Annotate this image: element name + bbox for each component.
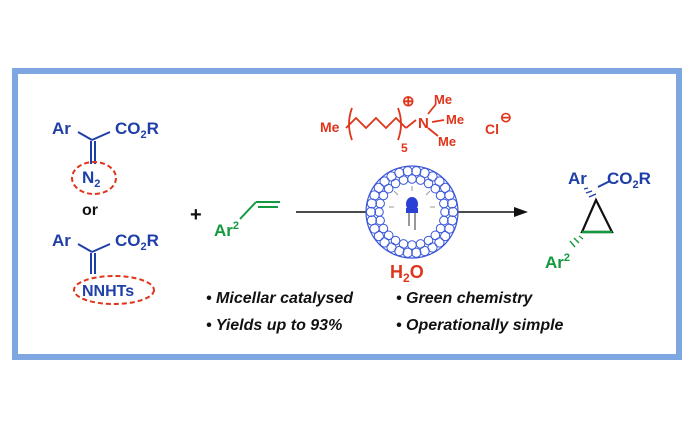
solvent-label: H2O [390, 262, 424, 285]
micelle [365, 165, 459, 259]
bond [239, 201, 257, 220]
product-ar: Ar [568, 169, 587, 188]
repeat-count: 5 [401, 141, 408, 155]
bond [91, 243, 111, 253]
surfactant-head [430, 183, 441, 194]
product-ar2: Ar2 [545, 252, 570, 272]
surfactant-head [434, 176, 445, 187]
counterion: Cl [485, 121, 499, 137]
surfactant-head [373, 230, 384, 242]
feature-list: • Micellar catalysed • Green chemistry •… [206, 290, 564, 334]
micelle-surfactant-heads [365, 166, 459, 258]
surfactant-head [378, 223, 389, 234]
surfactant-head [394, 167, 405, 179]
alkyl-chain [345, 116, 407, 130]
surfactant-head [365, 206, 377, 218]
surfactant-head [402, 247, 413, 258]
surfactant-head [378, 190, 389, 201]
surfactant-head [379, 237, 390, 248]
surfactant-head [439, 198, 449, 209]
reagent-top-group: N2 [82, 168, 100, 190]
surfactant: Me 5 N ⊕ Me Me Me Cl ⊖ [320, 92, 512, 155]
hydrazone-highlight [73, 275, 155, 305]
hydrazone-reagent: Ar CO2R NNHTs [52, 231, 159, 305]
surfactant-head [447, 198, 458, 209]
surfactant-head [423, 235, 434, 246]
bullet-green: • Green chemistry [396, 290, 533, 307]
surfactant-head [411, 247, 422, 258]
reagent-top-ar: Ar [52, 119, 71, 138]
scheme-frame [12, 68, 682, 360]
surfactant-head [435, 190, 446, 201]
repeat-bracket-left [348, 107, 353, 141]
surfactant-head [390, 178, 401, 189]
surfactant-head [419, 245, 430, 257]
surfactant-head [379, 176, 390, 187]
reagent-bottom-ester: CO2R [115, 231, 159, 253]
diazo-highlight [71, 161, 117, 195]
surfactant-head [383, 230, 394, 241]
surfactant-head [430, 230, 441, 241]
bond [431, 119, 445, 123]
bond [427, 103, 437, 115]
bond [405, 119, 417, 129]
surfactant-head [434, 237, 445, 248]
surfactant-head [398, 239, 409, 249]
bond [77, 243, 93, 253]
surfactant-chain-me: Me [320, 119, 340, 135]
surfactant-head [435, 223, 446, 234]
methyl-2: Me [446, 112, 464, 127]
surfactant-head [366, 215, 377, 226]
surfactant-head [390, 235, 401, 246]
bond [77, 131, 93, 141]
surfactant-head [415, 175, 426, 185]
surfactant-head [423, 178, 434, 189]
negative-charge: ⊖ [500, 109, 512, 125]
blue-led-icon [406, 197, 418, 230]
positive-charge: ⊕ [402, 93, 415, 110]
reagent-top-ester: CO2R [115, 119, 159, 141]
bullet-simple: • Operationally simple [396, 317, 564, 334]
hashed-bond [583, 187, 597, 198]
surfactant-head [373, 182, 384, 194]
light-rays [389, 186, 435, 208]
surfactant-head [402, 166, 413, 177]
reaction-arrow-head [514, 207, 528, 217]
surfactant-head [411, 166, 422, 177]
reagent-bottom-group: NNHTs [82, 283, 134, 300]
connector-or: or [82, 202, 98, 219]
surfactant-head [439, 215, 449, 226]
bullet-micellar: • Micellar catalysed [206, 290, 354, 307]
reagent-bottom-ar: Ar [52, 231, 71, 250]
bond [91, 131, 111, 141]
product-ester: CO2R [607, 169, 651, 191]
plus-sign: + [190, 204, 202, 226]
surfactant-nitrogen: N [418, 115, 429, 132]
diazo-reagent: Ar CO2R N2 [52, 119, 159, 195]
bond [597, 180, 611, 188]
surfactant-head [383, 183, 394, 194]
repeat-bracket-right [397, 107, 402, 141]
cyclopropane-product: Ar CO2R Ar2 [545, 169, 651, 272]
alkene: Ar2 [214, 201, 280, 240]
surfactant-head [375, 198, 385, 209]
bond [427, 127, 439, 137]
cyclopropane-ring [580, 197, 614, 234]
surfactant-head [447, 206, 459, 218]
methyl-3: Me [438, 134, 456, 149]
surfactant-head [440, 230, 451, 242]
alkene-ar: Ar2 [214, 220, 239, 240]
hashed-bond [569, 235, 584, 248]
methyl-1: Me [434, 92, 452, 107]
surfactant-head [440, 182, 451, 194]
bullet-yields: • Yields up to 93% [206, 317, 342, 334]
